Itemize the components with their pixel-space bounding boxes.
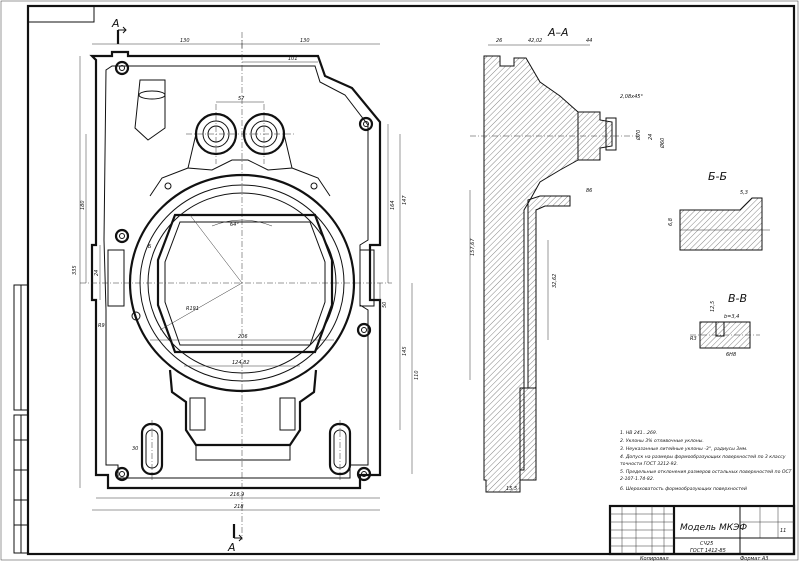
dim-335: 335 [72,265,78,275]
corner-box [27,5,95,23]
left-margin-stamp [13,284,29,554]
section-bb: Б-Б 5,3 6,8 [668,170,770,251]
sec-dim-24: 24 [648,134,654,140]
note-1: 1. НВ 241...269. [620,430,657,436]
sec-dim-32: 32,62 [552,274,558,288]
dim-218: 218 [234,504,244,510]
section-b-mark: Б [148,244,152,250]
main-dimensions: 130 130 101 57 206 124,82 216,9 218 335 … [72,38,420,511]
vv-dim-b: b=3,4 [724,314,739,320]
dim-w-right: 130 [300,38,310,44]
section-vv: В-В b=3,4 R3 6Н8 12,5 [690,292,760,358]
dim-r9: R9 [98,323,105,329]
title-material-code: СЧ25 [700,541,713,547]
dim-30: 30 [132,446,138,452]
note-5: 5. Предельные отклонения размеров осталь… [620,469,793,475]
section-aa-title: A–A [547,26,569,39]
sec-dim-60: Ø60 [659,138,666,149]
note-4b: точности ГОСТ 3212-92. [620,461,678,467]
dim-147: 147 [402,195,408,205]
note-2: 2. Уклоны 3% отливочные уклоны. [620,438,704,444]
section-a-top-label: A [111,17,120,30]
inner-frame [26,4,796,556]
dim-57: 57 [238,96,245,102]
twin-bosses [149,112,331,197]
section-a-marks: A A Б [111,17,243,554]
sec-dim-44: 44 [586,38,592,44]
dim-110: 110 [414,370,420,380]
note-4: 4. Допуск на размеры формообразующих пов… [620,454,786,460]
technical-notes: 1. НВ 241...269. 2. Уклоны 3% отливочные… [620,430,793,492]
section-aa: A–A 26 42,02 44 2,08х45° Ø70 24 Ø60 86 1… [469,26,666,493]
note-5b: 2-107-1.74-82. [620,476,654,482]
dim-101: 101 [288,56,298,62]
sec-dim-42: 42,02 [528,38,542,44]
sec-dim-70: Ø70 [635,130,642,141]
bb-dim-53: 5,3 [740,190,748,196]
dim-145: 145 [402,346,408,356]
mounting-holes [114,60,374,482]
note-6: 6. Шероховатость формообразующих поверхн… [620,486,747,492]
bb-dim-68: 6,8 [668,218,674,226]
sec-dim-15: 15,5 [506,486,517,492]
dim-r191: R191 [186,306,199,312]
section-bb-title: Б-Б [708,170,727,183]
sec-dim-26: 26 [496,38,502,44]
dim-206: 206 [238,334,248,340]
sec-dim-86: 86 [586,188,592,194]
main-view [80,32,392,540]
dim-24: 24 [94,270,100,276]
note-3: 3. Неуказанные литейные уклоны -3°, ради… [620,446,748,452]
section-vv-title: В-В [728,292,747,305]
vv-dim-125: 12,5 [710,301,716,312]
dim-216-9: 216,9 [230,492,244,498]
section-a-bottom-label: A [227,541,236,554]
dim-angle-64: 64° [230,222,239,228]
title-part-name: Модель МКЭФ [680,523,747,533]
sec-dim-157: 157,67 [470,238,476,256]
dim-w-left: 130 [180,38,190,44]
dim-124-82: 124,82 [232,360,250,366]
sec-dim-chamfer: 2,08х45° [620,94,643,100]
dim-50: 50 [382,302,388,308]
copy-label: Копировал [640,556,669,562]
dim-164: 164 [390,200,396,210]
title-block: Модель МКЭФ 11 СЧ25 ГОСТ 1412-85 [608,504,796,556]
title-material-standard: ГОСТ 1412-85 [690,548,726,554]
vv-dim-r: R3 [690,336,697,342]
dim-180: 180 [80,200,86,210]
format-label: Формат А3 [740,556,768,562]
vv-dim-6: 6Н8 [726,352,736,358]
title-sheet-number: 11 [780,528,786,534]
